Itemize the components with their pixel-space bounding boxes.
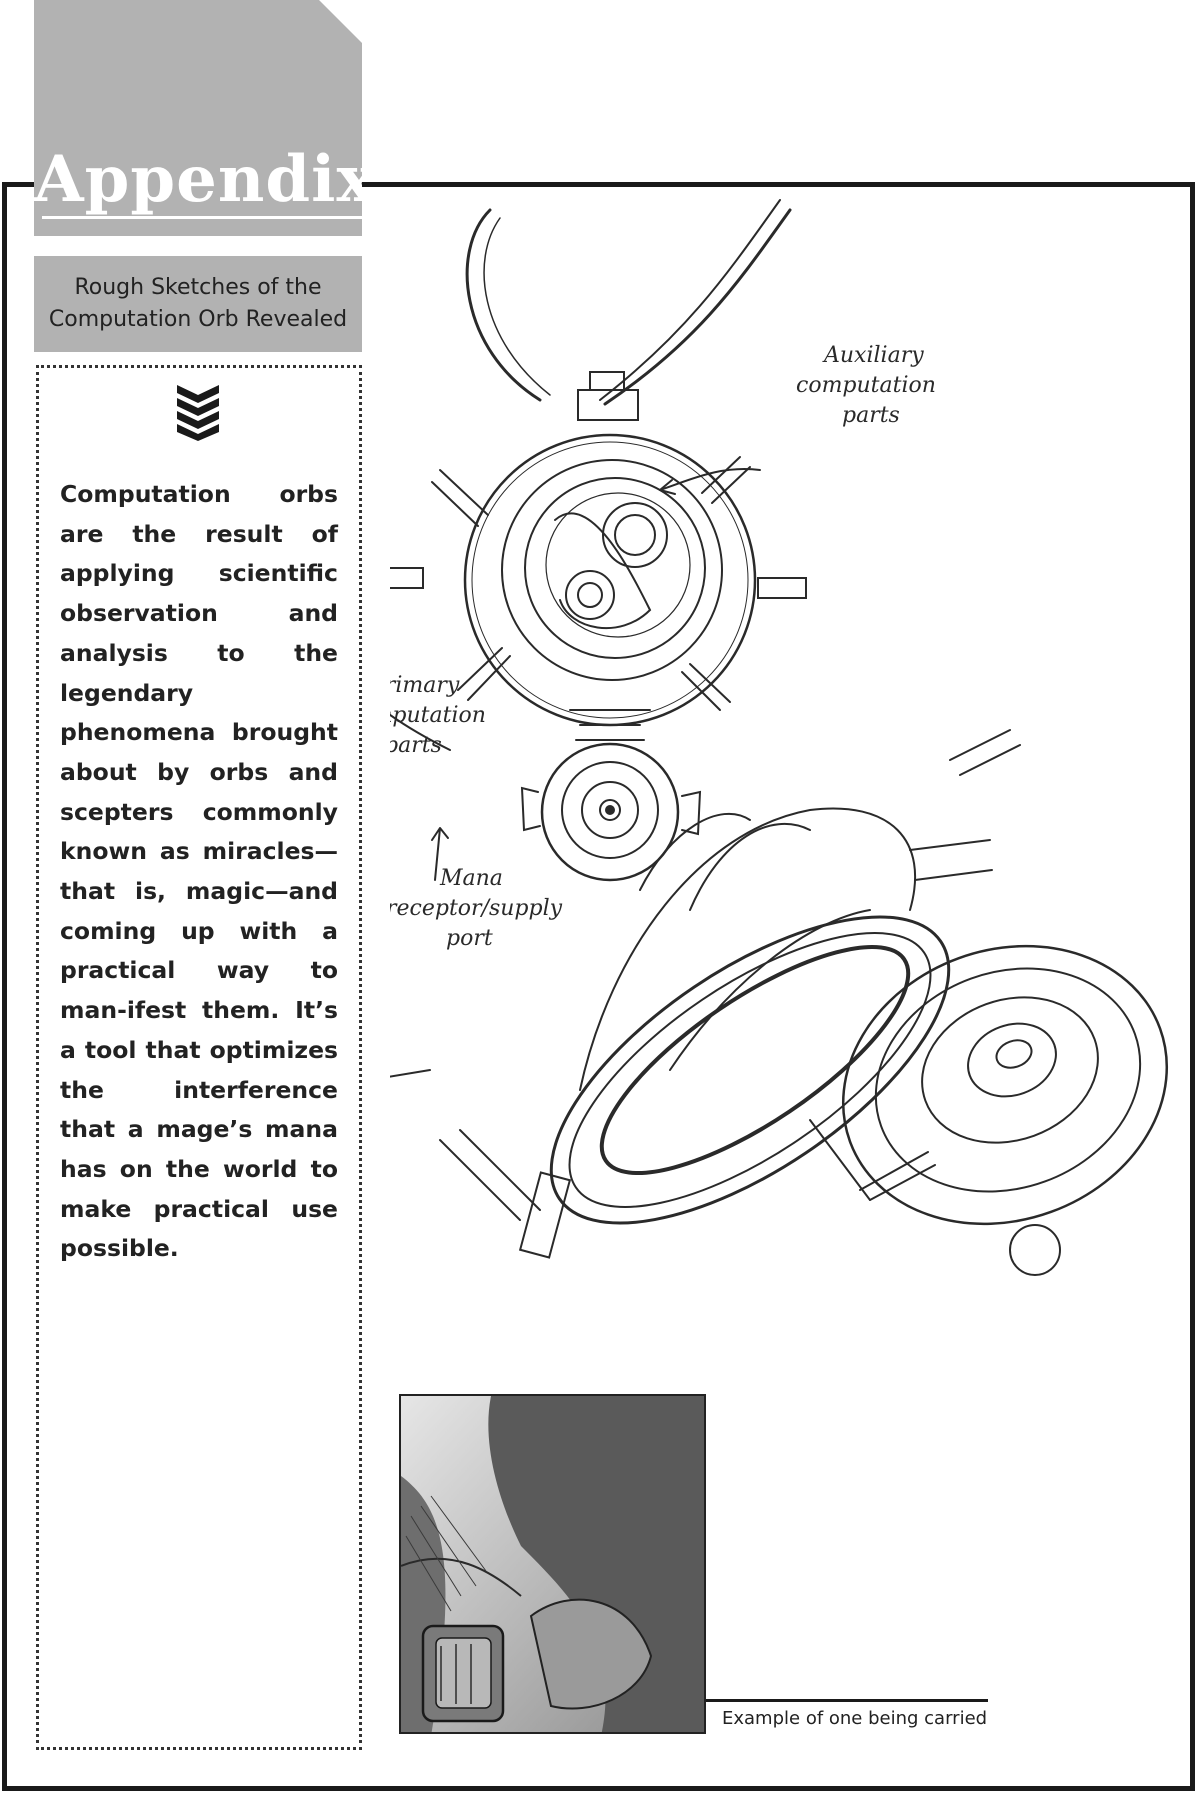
subtitle-line-2: Computation Orb Revealed [48,307,348,332]
auxiliary-line-3: parts [842,403,900,428]
annotation-auxiliary: Auxiliary computation parts [796,343,936,428]
annotation-primary: Primary computation parts [390,673,486,758]
sidebar-text-box [36,365,362,1750]
mana-line-2: receptor/supply [390,896,563,921]
illustration-art [401,1396,704,1732]
computation-orb-sketches: Auxiliary computation parts Primary comp… [390,199,1169,1276]
title-rule [42,216,362,219]
auxiliary-line-1: Auxiliary [822,343,924,368]
subtitle-line-1: Rough Sketches of the [74,275,322,300]
page-frame [2,182,1195,1791]
orb-carried-illustration [399,1394,706,1734]
primary-line-2: computation [390,703,486,728]
appendix-title: Appendix [34,142,376,217]
primary-line-1: Primary [390,673,460,698]
appendix-header-tab: Appendix ❯❯❯ ❮❮❮ Rough Sketches of the C… [34,0,362,352]
annotation-mana: Mana receptor/supply port [390,866,563,951]
chevron-band: ❯❯❯ ❮❮❮ [34,236,362,256]
primary-line-3: parts [390,733,442,758]
caption-rule [706,1699,988,1702]
mana-line-3: port [446,926,493,951]
mana-line-1: Mana [439,866,503,891]
auxiliary-line-2: computation [796,373,936,398]
chevron-down-icon [177,385,219,441]
appendix-subtitle: Rough Sketches of the Computation Orb Re… [34,272,362,336]
orb-description: Computation orbs are the result of apply… [60,480,338,1263]
illustration-caption: Example of one being carried [722,1708,988,1729]
